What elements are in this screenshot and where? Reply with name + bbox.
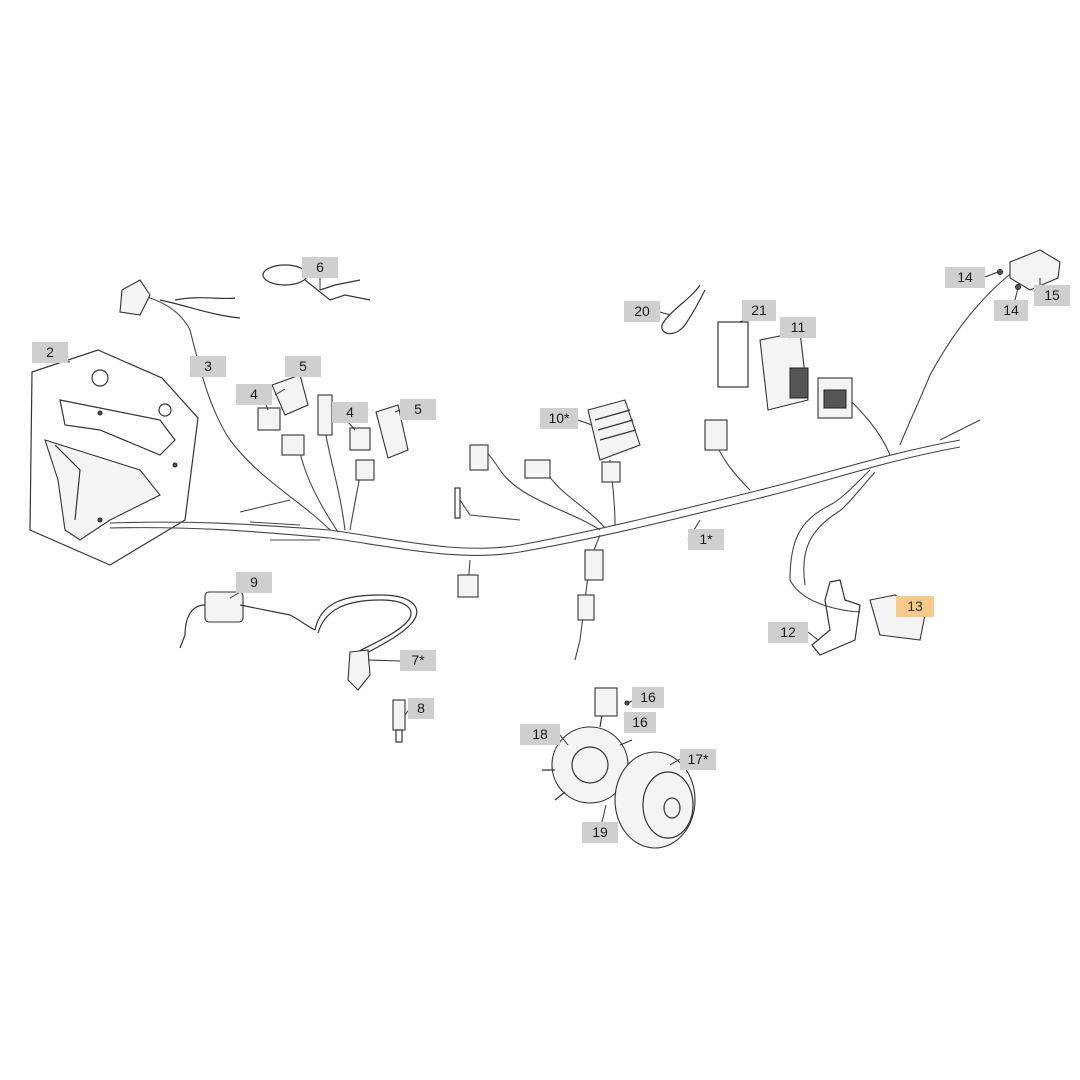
bolt xyxy=(454,487,461,519)
callout-part-7[interactable]: 7* xyxy=(400,650,436,671)
connector-b xyxy=(524,459,551,479)
connector-a xyxy=(469,444,489,471)
callout-part-3[interactable]: 3 xyxy=(190,356,226,377)
stator xyxy=(542,714,636,804)
callout-part-6[interactable]: 6 xyxy=(302,257,338,278)
ecu-unit xyxy=(759,331,853,419)
callout-part-8[interactable]: 8 xyxy=(408,698,434,719)
callout-part-15[interactable]: 15 xyxy=(1034,285,1070,306)
relay-4-left xyxy=(257,407,281,431)
connector-e xyxy=(577,594,595,621)
flywheel xyxy=(614,751,696,849)
callout-part-4-left[interactable]: 4 xyxy=(236,384,272,405)
connector-box xyxy=(997,249,1061,291)
callout-part-16-top[interactable]: 16 xyxy=(632,687,664,708)
callout-part-13[interactable]: 13 xyxy=(896,596,934,617)
callout-part-20[interactable]: 20 xyxy=(624,301,660,322)
ignition-coil xyxy=(179,591,418,691)
callout-part-19[interactable]: 19 xyxy=(582,822,618,843)
spark-plug xyxy=(392,699,406,743)
callout-part-12[interactable]: 12 xyxy=(768,622,808,643)
callout-part-10[interactable]: 10* xyxy=(540,408,578,429)
connector-plug xyxy=(317,394,333,436)
callout-part-1[interactable]: 1* xyxy=(688,529,724,550)
relay-cover-5-left xyxy=(271,374,309,416)
callout-part-9[interactable]: 9 xyxy=(236,572,272,593)
callout-part-11[interactable]: 11 xyxy=(780,317,816,338)
callout-part-17[interactable]: 17* xyxy=(680,749,716,770)
handlebar-switch xyxy=(119,279,241,319)
callout-part-18[interactable]: 18 xyxy=(520,724,560,745)
callout-part-5-left[interactable]: 5 xyxy=(285,356,321,377)
cable-strap xyxy=(661,284,706,335)
callout-part-2[interactable]: 2 xyxy=(32,342,68,363)
voltage-regulator xyxy=(587,399,641,483)
callout-part-16-bottom[interactable]: 16 xyxy=(624,712,656,733)
callout-part-21[interactable]: 21 xyxy=(742,300,776,321)
callout-part-14-top[interactable]: 14 xyxy=(945,267,985,288)
headlight-group-frame xyxy=(29,349,199,566)
sensor-bracket xyxy=(811,579,861,656)
connector-c xyxy=(457,574,479,598)
relay-4-right xyxy=(349,427,371,451)
connector-f xyxy=(704,419,728,451)
callout-part-5-right[interactable]: 5 xyxy=(400,399,436,420)
headlight-assembly xyxy=(44,369,178,541)
connector-d xyxy=(584,549,604,581)
ecu-sheet xyxy=(717,321,749,388)
callout-part-4-right[interactable]: 4 xyxy=(332,402,368,423)
callout-part-14-bottom[interactable]: 14 xyxy=(994,300,1028,321)
